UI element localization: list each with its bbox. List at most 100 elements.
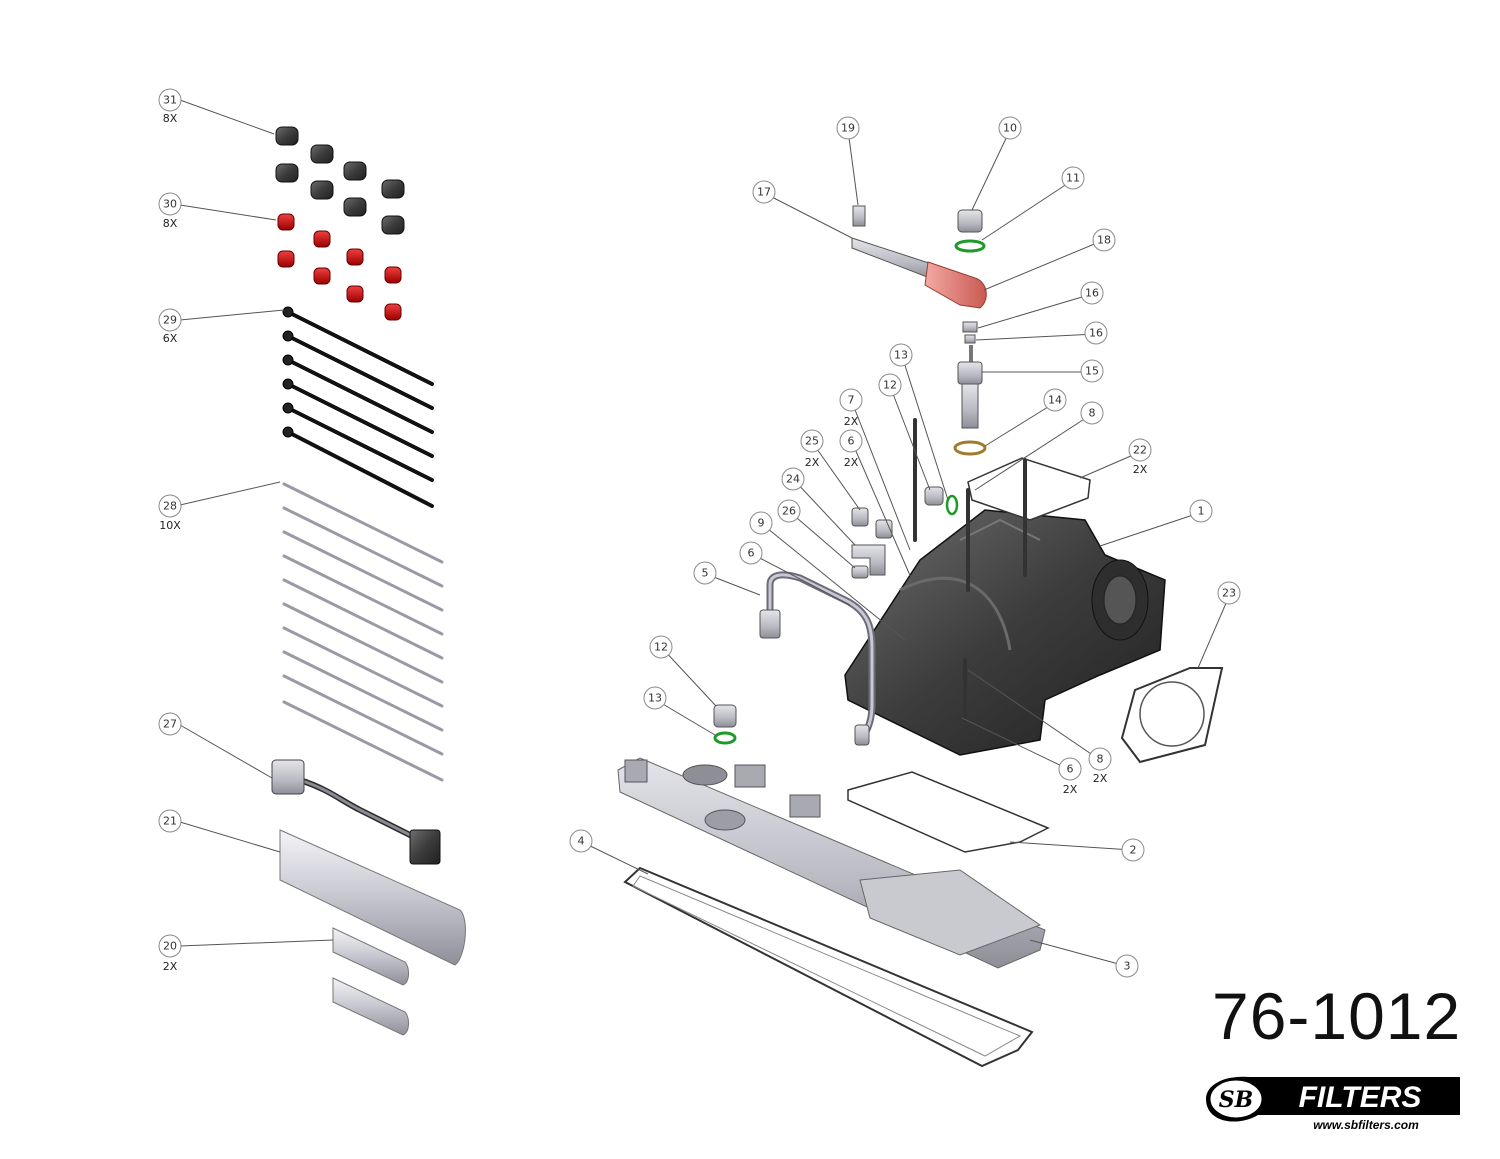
callout-6-upper: 6 2X	[839, 429, 863, 469]
callout-qty: 10X	[159, 519, 181, 532]
callout-number: 28	[163, 500, 177, 513]
callout-qty: 2X	[844, 415, 859, 428]
callout-qty: 2X	[1133, 463, 1148, 476]
callout-number: 10	[1003, 122, 1017, 135]
part-number: 76-1012	[1212, 979, 1462, 1053]
callout-number: 6	[848, 435, 855, 448]
callout-9: 9	[749, 511, 773, 535]
red-caps-part-30	[277, 213, 402, 321]
callout-4: 4	[569, 829, 593, 853]
cover-plate-part-3	[617, 757, 1046, 969]
nut-part-26	[851, 565, 869, 579]
small-sleeves-part-20	[332, 927, 409, 1036]
callout-number: 7	[848, 394, 855, 407]
callout-16a: 16	[1080, 281, 1104, 305]
callout-8-lower: 82X	[1088, 747, 1112, 785]
long-bolts-part-7-8	[913, 418, 1027, 722]
callout-number: 9	[758, 517, 765, 530]
callout-12-upper: 12	[878, 373, 902, 397]
callout-17: 17	[752, 180, 776, 204]
grey-cable-ties-part-28	[282, 482, 444, 782]
callout-number: 19	[841, 122, 855, 135]
callout-number: 24	[786, 473, 800, 486]
callout-qty: 2X	[1063, 783, 1078, 796]
callout-number: 12	[883, 379, 897, 392]
o-ring-part-14	[953, 440, 987, 456]
logo-brand-name: FILTERS	[1299, 1081, 1422, 1114]
sensor-part-15	[957, 345, 983, 429]
callout-number: 13	[894, 349, 908, 362]
black-caps-part-31	[275, 126, 405, 235]
callout-2: 2	[1121, 838, 1145, 862]
callout-qty: 6X	[163, 332, 178, 345]
logo-mark: SB	[1219, 1087, 1253, 1113]
callout-21: 21	[158, 809, 182, 833]
callout-qty: 2X	[805, 456, 820, 469]
callout-20: 20 2X	[158, 934, 182, 973]
callout-3: 3	[1115, 954, 1139, 978]
callout-13-lower: 13	[643, 686, 667, 710]
callout-number: 29	[163, 314, 177, 327]
sb-filters-logo: SB FILTERS www.sbfilters.com	[1206, 1076, 1460, 1132]
round-gasket-opening	[1139, 681, 1205, 747]
callout-number: 23	[1222, 587, 1236, 600]
o-ring-part-13-lower	[713, 731, 737, 745]
callout-number: 16	[1085, 287, 1099, 300]
leader-lines	[179, 99, 1231, 967]
fuel-line-part-5	[759, 571, 876, 746]
callout-14: 14	[1043, 388, 1067, 412]
callout-1: 1	[1189, 499, 1213, 523]
callout-qty: 2X	[844, 456, 859, 469]
callout-6-lower: 6 2X	[1058, 757, 1082, 796]
sensor-boot-part-18	[924, 261, 987, 309]
bracket-part-24	[851, 544, 886, 576]
sensor-bracket-part-17	[851, 237, 936, 281]
callout-27: 27	[158, 712, 182, 736]
o-ring-part-11	[954, 239, 986, 253]
callout-number: 26	[782, 505, 796, 518]
plug-part-12-upper	[924, 486, 944, 506]
callout-13-upper: 13	[889, 343, 913, 367]
callout-number: 22	[1133, 444, 1147, 457]
callout-number: 13	[648, 692, 662, 705]
callout-6-middle: 6	[739, 541, 763, 565]
heat-sleeve-part-21	[279, 829, 466, 966]
callout-number: 30	[163, 198, 177, 211]
callout-8-upper: 8	[1080, 401, 1104, 425]
bolt-part-19	[852, 205, 866, 227]
callout-number: 15	[1085, 365, 1099, 378]
nut-part-16	[962, 321, 978, 333]
callout-number: 16	[1089, 327, 1103, 340]
callout-number: 8	[1089, 407, 1096, 420]
logo-website: www.sbfilters.com	[1313, 1118, 1419, 1132]
callout-number: 6	[1067, 763, 1074, 776]
o-ring-part-13-upper	[945, 494, 959, 516]
callout-10: 10	[998, 116, 1022, 140]
callout-18: 18	[1092, 228, 1116, 252]
callout-number: 4	[578, 835, 585, 848]
callout-number: 5	[702, 567, 709, 580]
callout-number: 20	[163, 940, 177, 953]
wire-harness-part-27	[271, 759, 441, 865]
callout-number: 6	[748, 547, 755, 560]
intake-manifold-part-1	[844, 509, 1166, 756]
callout-qty: 2X	[1093, 772, 1108, 785]
callout-15: 15	[1080, 359, 1104, 383]
callout-number: 14	[1048, 394, 1062, 407]
callout-qty: 2X	[163, 960, 178, 973]
callout-24: 24	[781, 467, 805, 491]
callout-number: 2	[1130, 844, 1137, 857]
callout-number: 27	[163, 718, 177, 731]
callout-qty: 8X	[163, 112, 178, 125]
plug-part-12-lower	[713, 704, 737, 728]
callout-number: 21	[163, 815, 177, 828]
bolts-part-25	[851, 507, 893, 539]
callout-number: 8	[1097, 753, 1104, 766]
callout-16b: 16	[1084, 321, 1108, 345]
